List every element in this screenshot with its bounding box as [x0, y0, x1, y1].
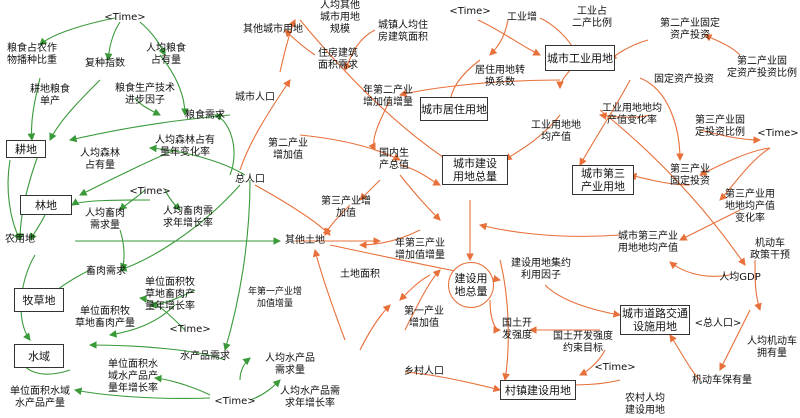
- grain-demand: 粮食需求: [185, 110, 225, 121]
- vehicle-policy: 机动车 政策干预: [750, 238, 790, 261]
- land-dev: 国土开 发强度: [502, 318, 532, 341]
- forest-per-capita: 人均森林 占有量: [80, 148, 120, 171]
- per-other-city: 人均其他 城市用地 规模: [320, 0, 360, 35]
- stock-city-residential: 城市居住用地: [420, 97, 488, 121]
- farmland-use: 农用地: [5, 234, 35, 245]
- secondary-ratio: 第二产业固 定资产投资比例: [727, 56, 797, 79]
- aqua-rate: 人均水产品需 求年增长率: [280, 386, 340, 409]
- circle-land-total: 建设用 地总量: [448, 262, 494, 308]
- stock-forest: 林地: [20, 195, 72, 215]
- primary-growth-lbl: 年第一产业增 加值增量: [247, 287, 303, 309]
- orange-links: [239, 17, 771, 393]
- time-d: <Time>: [214, 396, 256, 407]
- housing-demand: 住房建筑 面积需求: [318, 48, 358, 71]
- aqua-demand: 水产品需求: [180, 351, 230, 362]
- unit-meat: 单位面积牧 草地畜肉产 量年增长率: [145, 277, 195, 312]
- vehicle-stock: 机动车保有量: [692, 375, 752, 386]
- other-city: 其他城市用地: [243, 24, 303, 35]
- meat-rate: 人均畜肉需 求年增长率: [163, 206, 213, 229]
- aqua-per-capita: 人均水产品 需求量: [265, 353, 315, 376]
- vehicle-per: 人均机动车 拥有量: [747, 336, 797, 359]
- concentration: 建设用地集约 利用因子: [511, 258, 571, 281]
- industry-output: 工业用地地均 产值变化率: [602, 103, 662, 126]
- time-a: <Time>: [104, 12, 146, 23]
- yield-index: 复种指数: [85, 58, 125, 69]
- stock-farmland: 耕地: [6, 140, 46, 158]
- residential-coef: 居住用地转 换系数: [475, 65, 525, 88]
- stock-village: 村镇建设用地: [500, 380, 576, 400]
- forest-rate: 人均森林占有 量年变化率: [155, 135, 215, 158]
- secondary-fixed: 第二产业固定 资产投资: [660, 18, 720, 41]
- grain-per-area: 耕地粮食 单产: [30, 84, 70, 107]
- primary-value: 第一产业 增加值: [404, 306, 444, 329]
- land-area: 土地面积: [340, 269, 380, 280]
- dev-target: 国土开发强度 约束目标: [553, 331, 613, 354]
- unit-meat2: 单位面积牧 草地畜肉产量: [75, 306, 135, 329]
- livestock-demand: 畜肉需求: [86, 266, 126, 277]
- stock-pasture: 牧草地: [14, 288, 64, 312]
- tertiary-fixed-ratio: 第三产业固 定投资比例: [695, 115, 745, 138]
- time-e: <Time>: [449, 6, 491, 17]
- stock-city-construction: 城市建设 用地总量: [442, 155, 508, 185]
- stock-city-tertiary: 城市第三 产业用地: [572, 165, 634, 195]
- stock-road: 城市道路交通 设施用地: [620, 305, 690, 335]
- total-pop: 总人口: [235, 174, 265, 185]
- per-gdp: 人均GDP: [719, 272, 761, 283]
- unit-aqua: 单位面积水 域水产品产 量年增长率: [108, 359, 158, 394]
- rural-pop: 乡村人口: [404, 366, 444, 377]
- city-pop: 城市人口: [235, 92, 275, 103]
- per-capita-grain: 人均粮食 占有量: [146, 43, 186, 66]
- meat-per-capita: 人均畜肉 需求量: [85, 208, 125, 231]
- time-g: <Time>: [594, 362, 636, 373]
- industry-land-value: 工业用地地 均产值: [531, 120, 581, 143]
- time-b: <Time>: [129, 186, 171, 197]
- grain-crop-ratio: 粮食占农作 物播种比重: [7, 43, 57, 66]
- tertiary-growth: 年第三产业 增加值增量: [395, 238, 445, 261]
- urban-residence: 城镇人均住 房建筑面积: [378, 20, 428, 43]
- total-pop-ref: <总人口>: [694, 318, 742, 329]
- time-c: <Time>: [169, 324, 211, 335]
- other-land: 其他土地: [285, 235, 325, 246]
- tertiary-land-rate: 第三产业用 地地均产值 变化率: [725, 189, 775, 224]
- time-f: <Time>: [757, 128, 799, 139]
- grain-tech: 粮食生产技术 进步因子: [115, 83, 175, 106]
- tertiary-land-value: 城市第三产业 用地地均产值: [618, 231, 678, 254]
- tertiary-value: 第三产业增 加值: [321, 196, 371, 219]
- stock-city-industrial: 城市工业用地: [545, 45, 615, 71]
- secondary-growth: 年第二产业 增加值增量: [363, 85, 413, 108]
- unit-aqua2: 单位面积水域 水产品产量: [10, 386, 70, 409]
- fixed-invest: 固定资产投资: [654, 74, 714, 85]
- rural-per: 农村人均 建设用地: [625, 393, 665, 416]
- tertiary-fixed: 第三产业 固定投资: [670, 164, 710, 187]
- secondary-value: 第二产业 增加值: [268, 138, 308, 161]
- industry-ratio: 工业占 二产比例: [572, 6, 612, 29]
- gdp: 国内生 产总值: [379, 148, 409, 171]
- stock-water: 水域: [14, 344, 64, 368]
- industry-growth: 工业增: [507, 12, 537, 23]
